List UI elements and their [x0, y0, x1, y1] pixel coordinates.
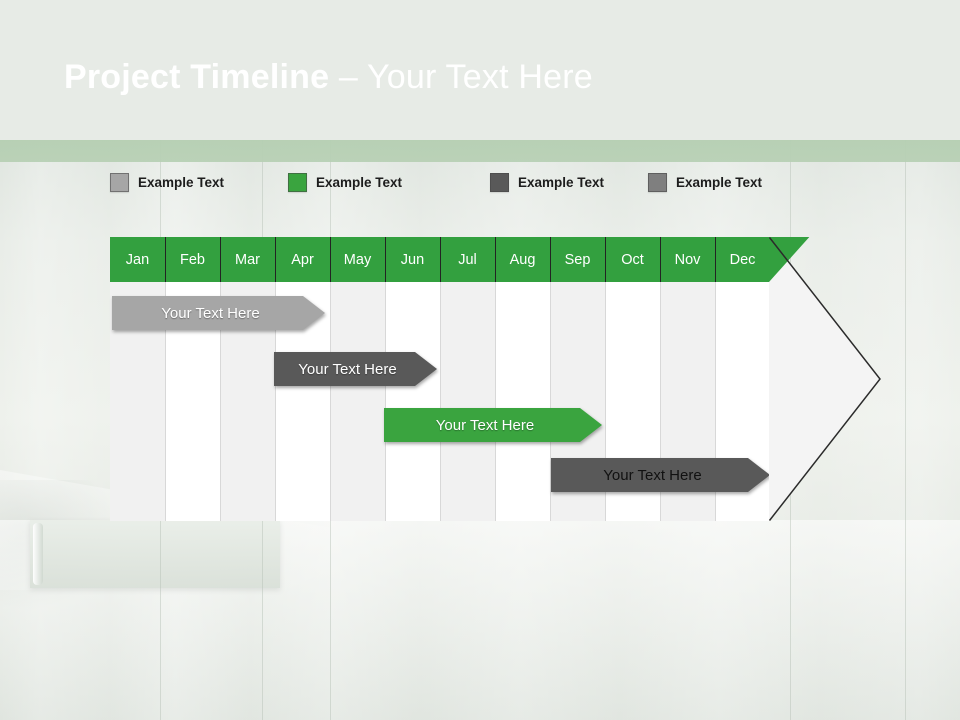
month-header-separator	[605, 237, 607, 282]
month-header-aug[interactable]: Aug	[495, 237, 550, 282]
task-bar-shape	[551, 458, 770, 492]
legend-swatch-icon	[648, 172, 667, 192]
legend-swatch-icon	[110, 172, 129, 192]
timeline-arrow-head	[769, 237, 881, 521]
month-header-feb[interactable]: Feb	[165, 237, 220, 282]
chart-column-separator	[440, 282, 441, 521]
background-panel-edge	[33, 523, 43, 585]
task-bar-3[interactable]: Your Text Here	[384, 408, 602, 442]
page-title-separator: –	[329, 58, 368, 96]
chart-column-aug	[495, 282, 550, 521]
month-header-separator	[440, 237, 442, 282]
task-bar-label: Your Text Here	[435, 416, 535, 434]
month-header-may[interactable]: May	[330, 237, 385, 282]
month-header-separator	[660, 237, 662, 282]
task-bar-shape	[274, 352, 437, 386]
chart-column-separator	[220, 282, 221, 521]
legend-item-label: Example Text	[138, 174, 225, 190]
chart-column-separator	[715, 282, 716, 521]
task-bar-4[interactable]: Your Text Here	[551, 458, 770, 492]
month-header-jul[interactable]: Jul	[440, 237, 495, 282]
month-header-separator	[220, 237, 222, 282]
chart-column-separator	[605, 282, 606, 521]
task-bar-shape	[384, 408, 602, 442]
month-header-dec[interactable]: Dec	[715, 237, 770, 282]
legend-item-4[interactable]: Example Text	[648, 171, 762, 193]
month-header-jun[interactable]: Jun	[385, 237, 440, 282]
legend-item-1[interactable]: Example Text	[110, 171, 224, 193]
timeline-arrow-outline	[769, 237, 881, 521]
month-header-separator	[715, 237, 717, 282]
legend-item-3[interactable]: Example Text	[490, 171, 604, 193]
chart-column-separator	[330, 282, 331, 521]
chart-column-separator	[550, 282, 551, 521]
chart-column-separator	[165, 282, 166, 521]
month-header-separator	[165, 237, 167, 282]
task-bar-shape	[112, 296, 325, 330]
page-title-rest: Your Text Here	[367, 58, 593, 96]
chart-column-separator	[275, 282, 276, 521]
chart-column-jul	[440, 282, 495, 521]
page-title-bold: Project Timeline	[64, 58, 330, 96]
month-header-jan[interactable]: Jan	[110, 237, 165, 282]
task-bar-label: Your Text Here	[161, 304, 260, 322]
legend-item-label: Example Text	[676, 174, 763, 190]
month-header-oct[interactable]: Oct	[605, 237, 660, 282]
chart-column-separator	[660, 282, 661, 521]
chart-column-jun	[385, 282, 440, 521]
header-accent-band	[0, 140, 960, 162]
page-title: Project Timeline – Your Text Here	[64, 58, 593, 97]
task-bar-label: Your Text Here	[298, 360, 397, 378]
month-header-separator	[385, 237, 387, 282]
slide-header: Project Timeline – Your Text Here	[0, 0, 960, 140]
month-header-separator	[330, 237, 332, 282]
month-header-apr[interactable]: Apr	[275, 237, 330, 282]
chart-column-separator	[385, 282, 386, 521]
month-header-mar[interactable]: Mar	[220, 237, 275, 282]
legend-item-2[interactable]: Example Text	[288, 171, 402, 193]
month-header-separator	[550, 237, 552, 282]
month-header-sep[interactable]: Sep	[550, 237, 605, 282]
background-panel	[30, 520, 280, 588]
task-bar-2[interactable]: Your Text Here	[274, 352, 437, 386]
month-header-separator	[495, 237, 497, 282]
chart-column-may	[330, 282, 385, 521]
chart-column-separator	[495, 282, 496, 521]
task-bar-label: Your Text Here	[603, 466, 702, 484]
background-line-5	[905, 140, 906, 720]
legend-swatch-icon	[490, 172, 509, 192]
legend-item-label: Example Text	[518, 174, 605, 190]
legend-swatch-icon	[288, 172, 307, 192]
task-bar-1[interactable]: Your Text Here	[112, 296, 325, 330]
month-header-separator	[275, 237, 277, 282]
month-header-nov[interactable]: Nov	[660, 237, 715, 282]
legend-item-label: Example Text	[316, 174, 403, 190]
legend: Example Text Example Text Example Text Exam…	[110, 171, 850, 193]
